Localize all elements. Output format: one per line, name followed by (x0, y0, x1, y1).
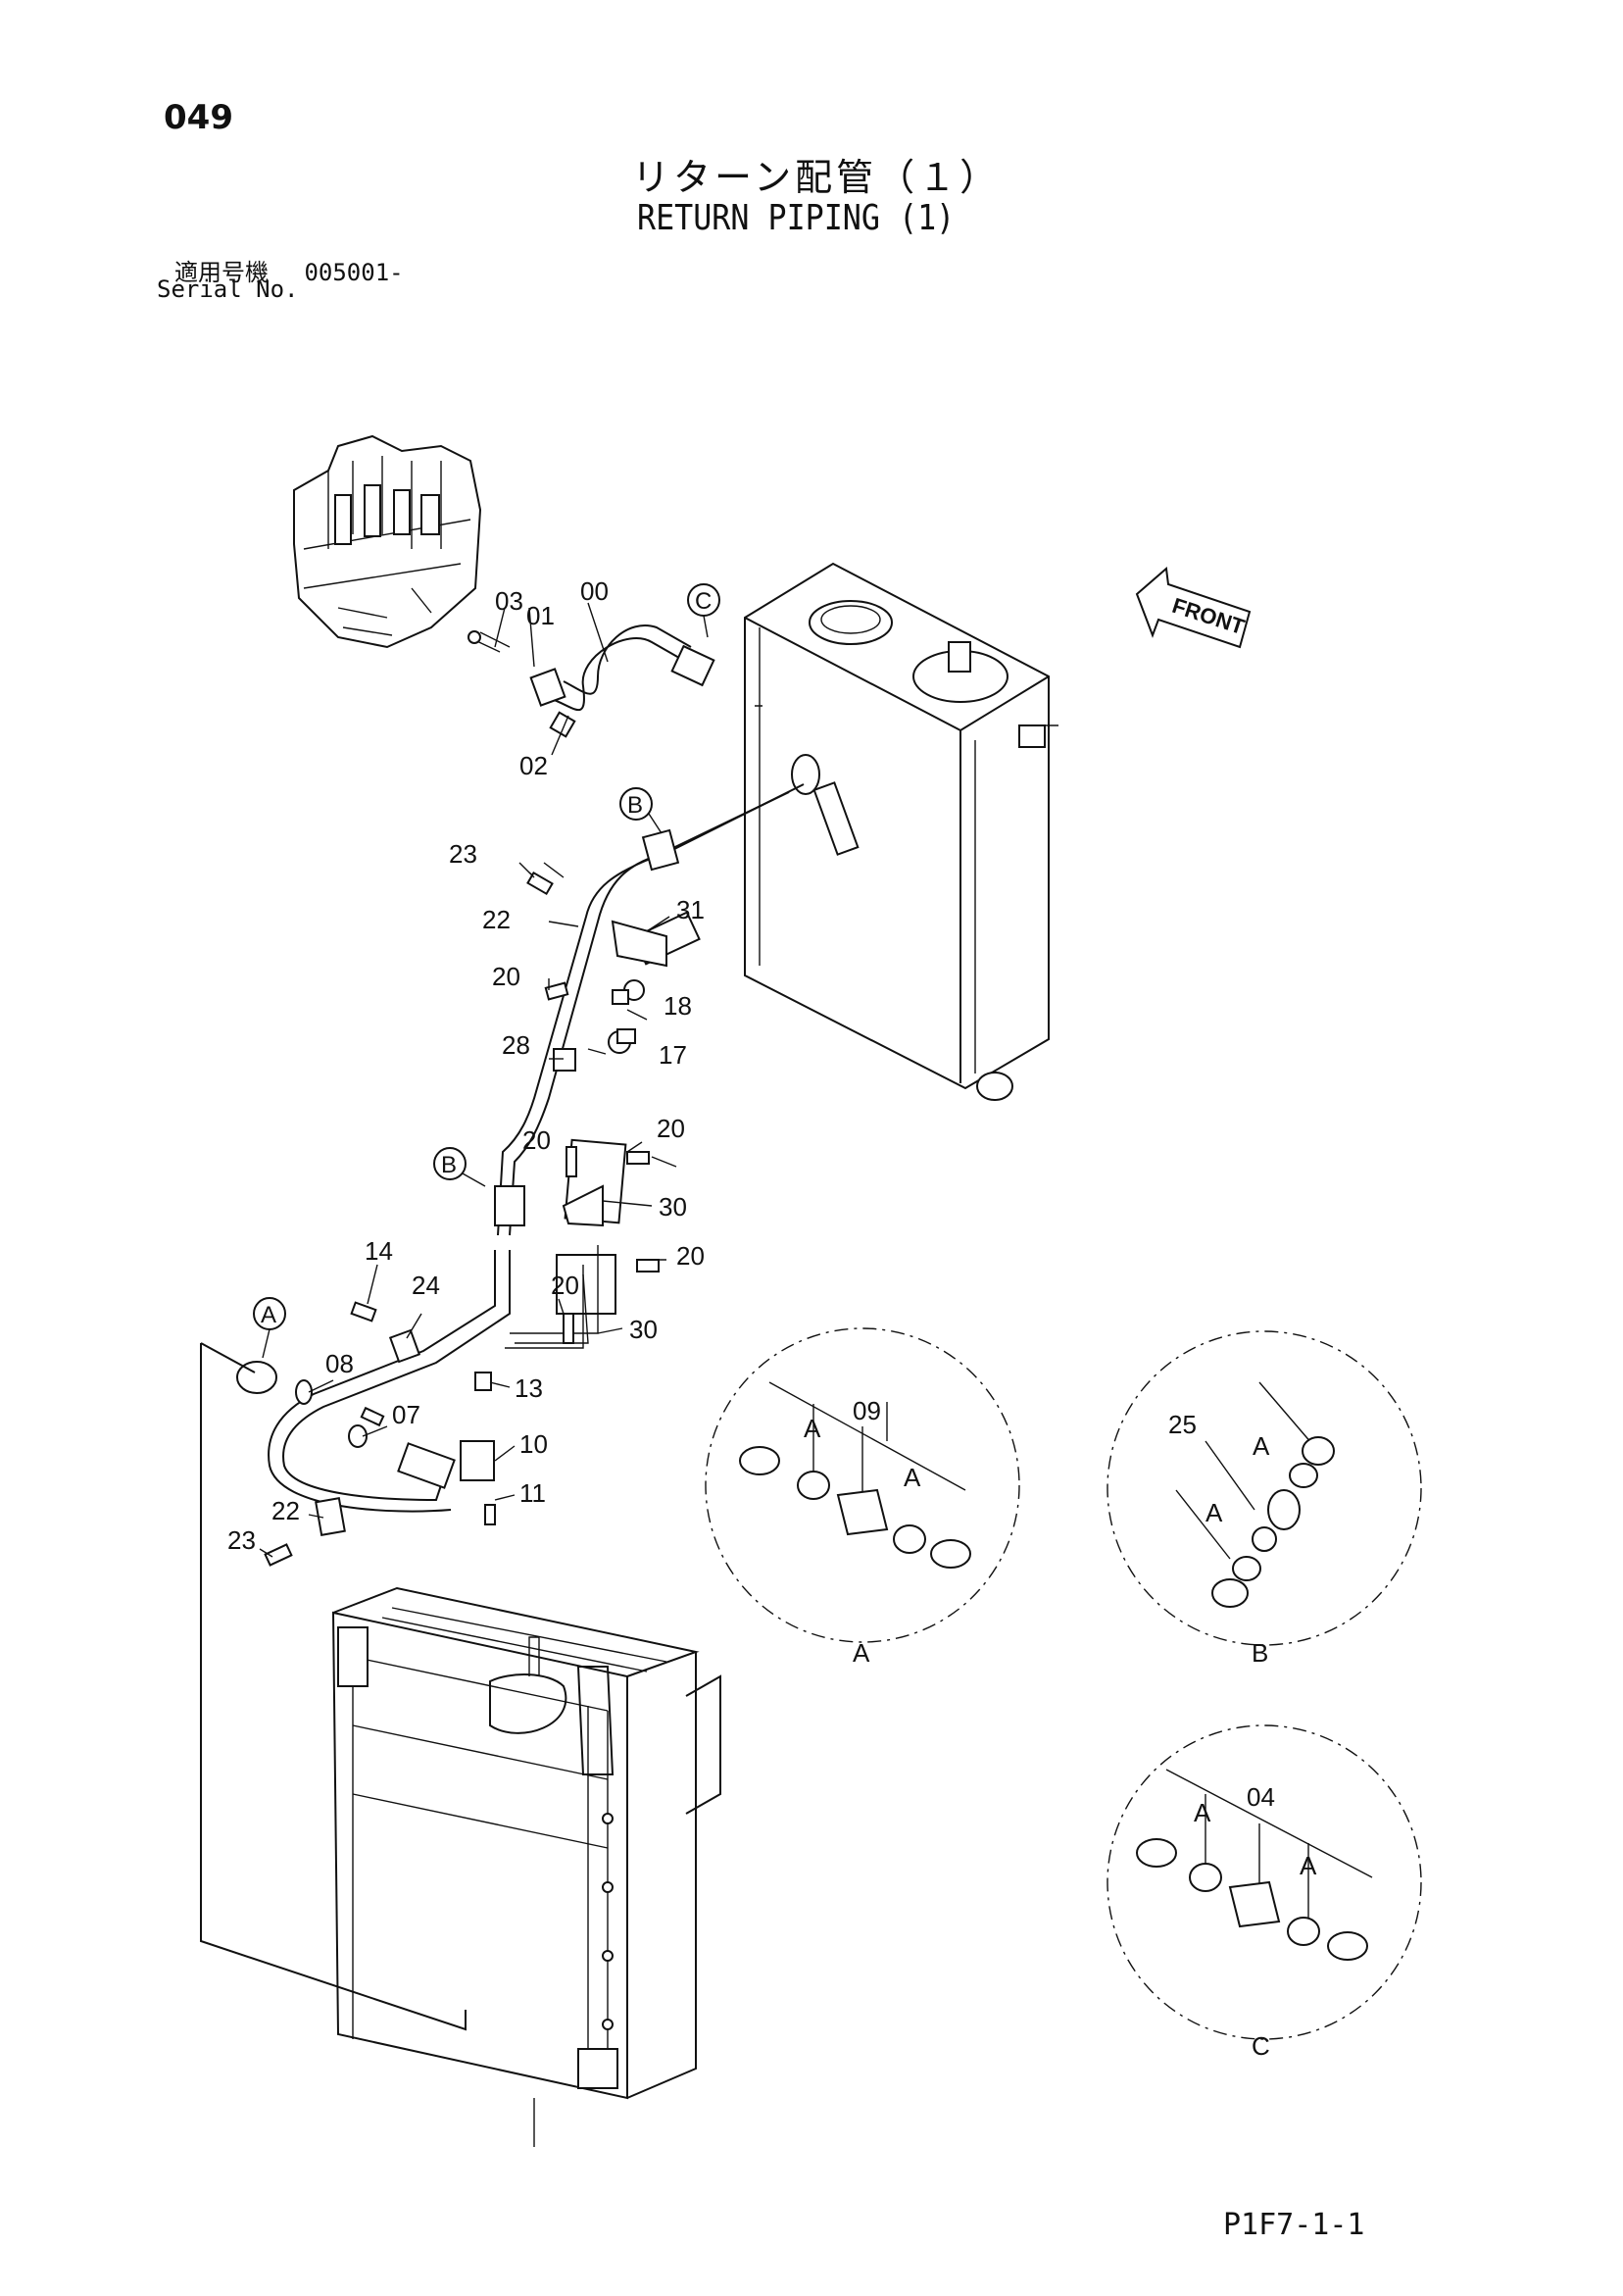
detail-view-c: 04 A A C (1107, 1724, 1422, 2061)
callout-label: 07 (392, 1400, 420, 1429)
detail-a-name: A (853, 1638, 870, 1668)
serial-value: 005001- (304, 259, 404, 286)
drawing-code: P1F7-1-1 (1223, 2208, 1365, 2242)
serial-label-english: Serial No. (157, 275, 299, 303)
callout-label: 08 (325, 1349, 354, 1378)
detail-c-sub-label: A (1300, 1851, 1317, 1880)
callout-label: 30 (629, 1315, 658, 1344)
detail-b-sub-label: A (1205, 1498, 1223, 1527)
callout-labels: 00 01 02 03 20 20 20 20 20 22 22 23 23 3… (227, 576, 705, 1555)
page-title-japanese: リターン配管（１） (632, 156, 1002, 199)
detail-a-sub-label: A (904, 1463, 921, 1492)
radiator-drawing (200, 1342, 721, 2147)
callout-label: 10 (519, 1429, 548, 1459)
brackets-and-bolts (264, 862, 667, 1567)
callout-label: 22 (271, 1496, 300, 1525)
callout-label: 14 (365, 1236, 393, 1266)
detail-a-sub-label: A (804, 1414, 821, 1443)
callout-label: 23 (449, 839, 477, 869)
serial-label-ja-text: 適用号機 (174, 259, 269, 286)
callout-label: 20 (522, 1125, 551, 1155)
reference-marker-a: A (261, 1302, 276, 1328)
detail-c-name: C (1252, 2031, 1270, 2061)
reference-marker-b-upper: B (627, 792, 643, 819)
callout-label: 24 (412, 1271, 440, 1300)
callout-label: 31 (676, 895, 705, 924)
detail-b-sub-label: A (1253, 1431, 1270, 1461)
callout-label: 20 (676, 1241, 705, 1271)
detail-view-b: 25 A A B (1107, 1330, 1422, 1668)
detail-view-a: 09 A A A (705, 1327, 1020, 1668)
control-valve-drawing (293, 434, 482, 649)
page-title-english: RETURN PIPING (1) (637, 198, 956, 238)
vertical-return-pipe (494, 783, 805, 1236)
page-number: 049 (164, 98, 233, 137)
callout-label: 20 (657, 1114, 685, 1143)
callout-label: 02 (519, 751, 548, 780)
detail-a-part-label: 09 (853, 1396, 881, 1425)
callout-leaders (259, 602, 677, 1558)
callout-label: 17 (659, 1040, 687, 1070)
front-arrow: FRONT (1135, 567, 1252, 649)
serial-label-japanese: 適用号機 005001- (174, 253, 404, 287)
callout-label: 18 (664, 991, 692, 1021)
hydraulic-tank-drawing (744, 562, 1058, 1101)
detail-b-part-label: 25 (1168, 1410, 1197, 1439)
callout-label: 23 (227, 1525, 256, 1555)
reference-markers: C B B A (253, 583, 720, 1359)
detail-c-part-label: 04 (1247, 1782, 1275, 1812)
callout-label: 20 (551, 1271, 579, 1300)
callout-label: 13 (515, 1373, 543, 1403)
lower-return-pipe (236, 1245, 616, 1536)
reference-marker-b-lower: B (441, 1152, 457, 1178)
callout-label: 11 (519, 1478, 546, 1508)
callout-label: 28 (502, 1030, 530, 1060)
callout-label: 20 (492, 962, 520, 991)
detail-b-name: B (1252, 1638, 1268, 1668)
front-label: FRONT (1169, 593, 1248, 639)
reference-marker-c: C (695, 588, 712, 615)
upper-return-pipe (467, 624, 715, 738)
callout-label: 22 (482, 905, 511, 934)
callout-label: 30 (659, 1192, 687, 1222)
callout-label: 00 (580, 576, 609, 606)
callout-label: 01 (526, 601, 555, 630)
detail-c-sub-label: A (1194, 1798, 1211, 1827)
callout-label: 03 (495, 586, 523, 616)
